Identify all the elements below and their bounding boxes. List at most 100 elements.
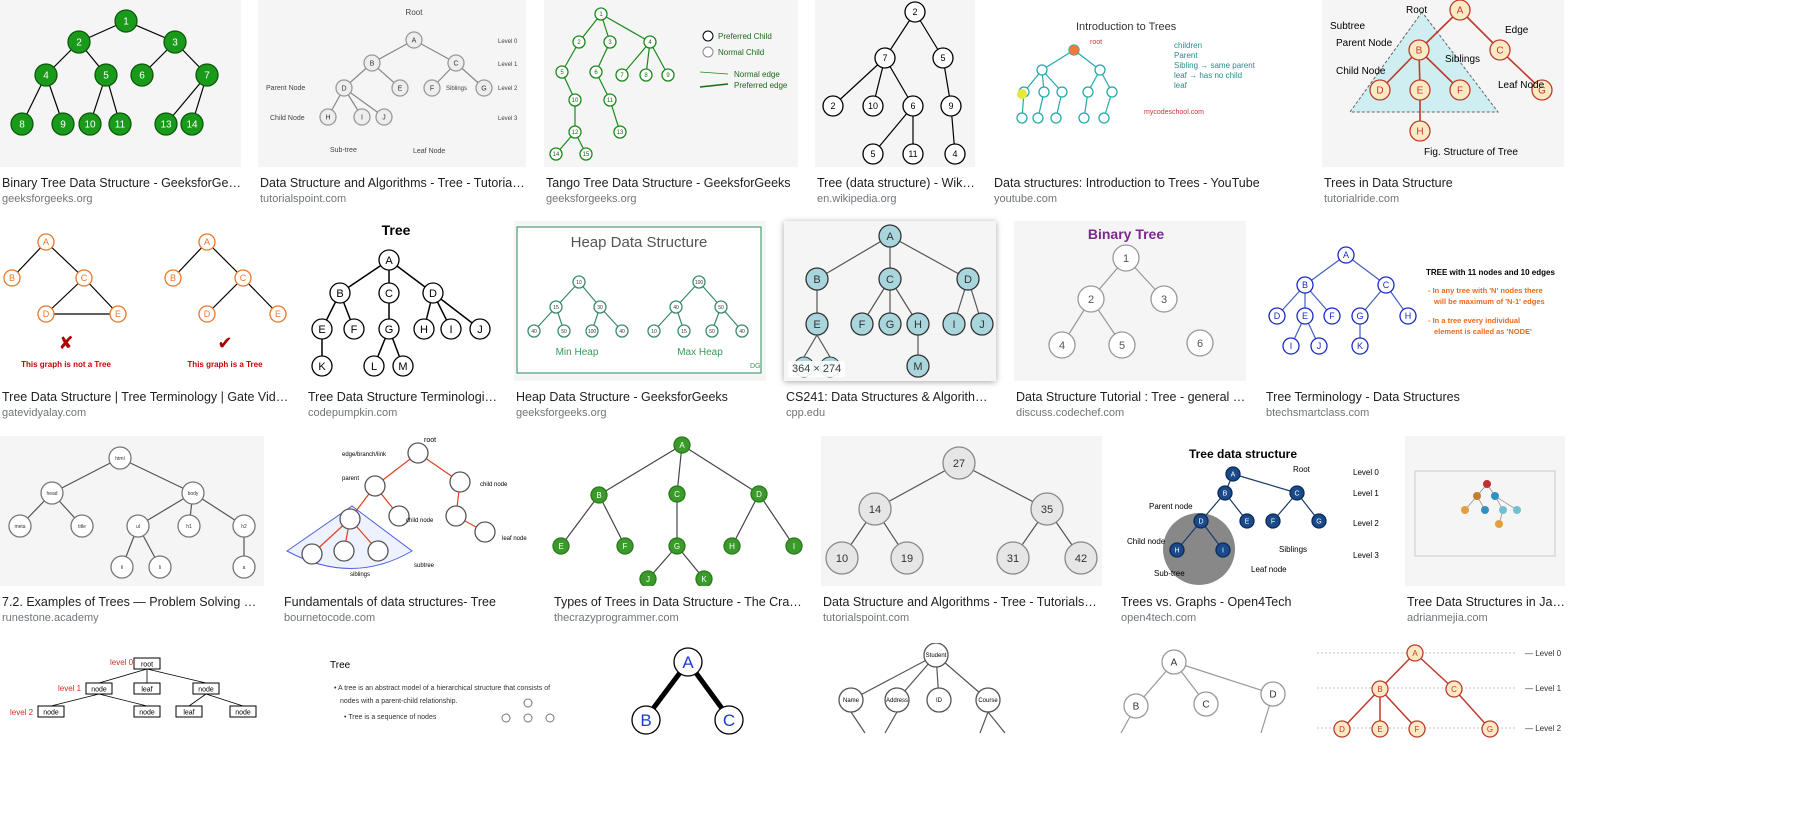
tree-node: F — [1449, 79, 1471, 101]
result-title[interactable]: CS241: Data Structures & Algorithms II — [786, 390, 996, 404]
tree-node: 2 — [67, 30, 91, 54]
tree-node — [1461, 506, 1469, 514]
tree-node: 11 — [603, 93, 617, 107]
diagram-label: Sibling → same parent — [1174, 61, 1256, 70]
result-title[interactable]: Binary Tree Data Structure - GeeksforGee… — [2, 176, 241, 190]
tree-edge — [45, 277, 85, 315]
svg-text:I: I — [952, 319, 955, 331]
result-thumbnail[interactable] — [1405, 436, 1565, 586]
result-title[interactable]: Data Structure Tutorial : Tree - general… — [1016, 390, 1246, 404]
result-title[interactable]: Tree Terminology - Data Structures — [1266, 390, 1460, 404]
result-source[interactable]: geeksforgeeks.org — [2, 193, 93, 205]
result-source[interactable]: cpp.edu — [786, 407, 826, 419]
tree-node: K — [311, 355, 333, 377]
diagram-label: This graph is a Tree — [187, 360, 263, 369]
result-title[interactable]: Data structures: Introduction to Trees -… — [994, 176, 1260, 190]
svg-text:B: B — [640, 711, 651, 730]
result-thumbnail[interactable]: Tree• A tree is an abstract model of a h… — [310, 643, 571, 838]
result-source[interactable]: youtube.com — [994, 193, 1057, 205]
tree-edge — [987, 711, 1006, 734]
result-source[interactable]: discuss.codechef.com — [1016, 407, 1125, 419]
result-title[interactable]: 7.2. Examples of Trees — Problem Solving… — [2, 595, 264, 609]
result-meta: Trees vs. Graphs - Open4Tech open4tech.co… — [1121, 594, 1388, 626]
svg-text:C: C — [453, 60, 458, 67]
result-source[interactable]: tutorialspoint.com — [823, 612, 910, 624]
result-title[interactable]: Tree (data structure) - Wikipe... — [817, 176, 975, 190]
diagram-label: • A tree is an abstract model of a hiera… — [334, 685, 550, 692]
tree-node: p — [364, 475, 386, 497]
result-meta: Tree (data structure) - Wikipe... en.wiki… — [817, 175, 975, 207]
result-title[interactable]: Tree Data Structures in Java... — [1407, 595, 1565, 609]
diagram-label: Child node — [1127, 537, 1166, 546]
result-title[interactable]: Tango Tree Data Structure - GeeksforGeek… — [546, 176, 791, 190]
diagram-label: Level 3 — [1353, 551, 1379, 560]
tree-node: H — [906, 312, 930, 336]
tree-node: 35 — [1030, 492, 1064, 526]
result-title[interactable]: Data Structure and Algorithms - Tree - T… — [823, 595, 1102, 609]
result-source[interactable]: thecrazyprogrammer.com — [554, 612, 679, 624]
result-title[interactable]: Data Structure and Algorithms - Tree - T… — [260, 176, 526, 190]
svg-text:D: D — [1198, 518, 1203, 525]
tree-node: 15 — [549, 300, 563, 314]
diagram-label: Child Node — [1336, 66, 1386, 77]
tree-node: D — [1369, 79, 1391, 101]
result-title[interactable]: Heap Data Structure - GeeksforGeeks — [516, 390, 728, 404]
diagram-label: Normal Child — [718, 48, 764, 57]
result-source[interactable]: runestone.academy — [2, 612, 99, 624]
tree-node: 7 — [874, 47, 896, 69]
result-thumbnail[interactable]: Introduction to Treesrabcdefghijklrootch… — [992, 0, 1305, 167]
tree-node: 1 — [1112, 244, 1140, 272]
result-title[interactable]: Tree Data Structure | Tree Terminology |… — [2, 390, 289, 404]
result-source[interactable]: codepumpkin.com — [308, 407, 398, 419]
result-source[interactable]: bournetocode.com — [284, 612, 376, 624]
tree-node: 50 — [705, 324, 719, 338]
result-title[interactable]: Tree Data Structure Terminologies -... — [308, 390, 499, 404]
result-thumbnail[interactable]: rpc1c2c3c4l1s1s2s3rootedge/branch/linkpa… — [282, 436, 535, 586]
result-title[interactable]: Trees in Data Structure — [1324, 176, 1453, 190]
result-source[interactable]: tutorialride.com — [1324, 193, 1400, 205]
diagram-label: Subtree — [1330, 21, 1365, 32]
svg-text:li: li — [159, 565, 161, 571]
result-source[interactable]: en.wikipedia.org — [817, 193, 897, 205]
result-source[interactable]: adrianmejia.com — [1407, 612, 1488, 624]
result-source[interactable]: open4tech.com — [1121, 612, 1197, 624]
tree-node: M — [392, 355, 414, 377]
result-title[interactable]: Types of Trees in Data Structure - The C… — [554, 595, 803, 609]
result-source[interactable]: btechsmartclass.com — [1266, 407, 1370, 419]
result-source[interactable]: geeksforgeeks.org — [546, 193, 637, 205]
tree-edge — [205, 693, 244, 707]
result-source[interactable]: tutorialspoint.com — [260, 193, 347, 205]
svg-text:C: C — [81, 273, 88, 283]
svg-text:F: F — [430, 85, 434, 92]
diagram-label: Sub-tree — [330, 147, 357, 154]
result-source[interactable]: gatevidyalay.com — [2, 407, 87, 419]
result-title[interactable]: Trees vs. Graphs - Open4Tech — [1121, 595, 1292, 609]
result-title[interactable]: Fundamentals of data structures- Tree — [284, 595, 496, 609]
tree-edge — [699, 71, 729, 75]
result-source[interactable]: geeksforgeeks.org — [516, 407, 607, 419]
tree-node: 4 — [1048, 331, 1076, 359]
svg-text:E: E — [318, 324, 325, 336]
diagram-label: Preferred edge — [734, 81, 788, 90]
